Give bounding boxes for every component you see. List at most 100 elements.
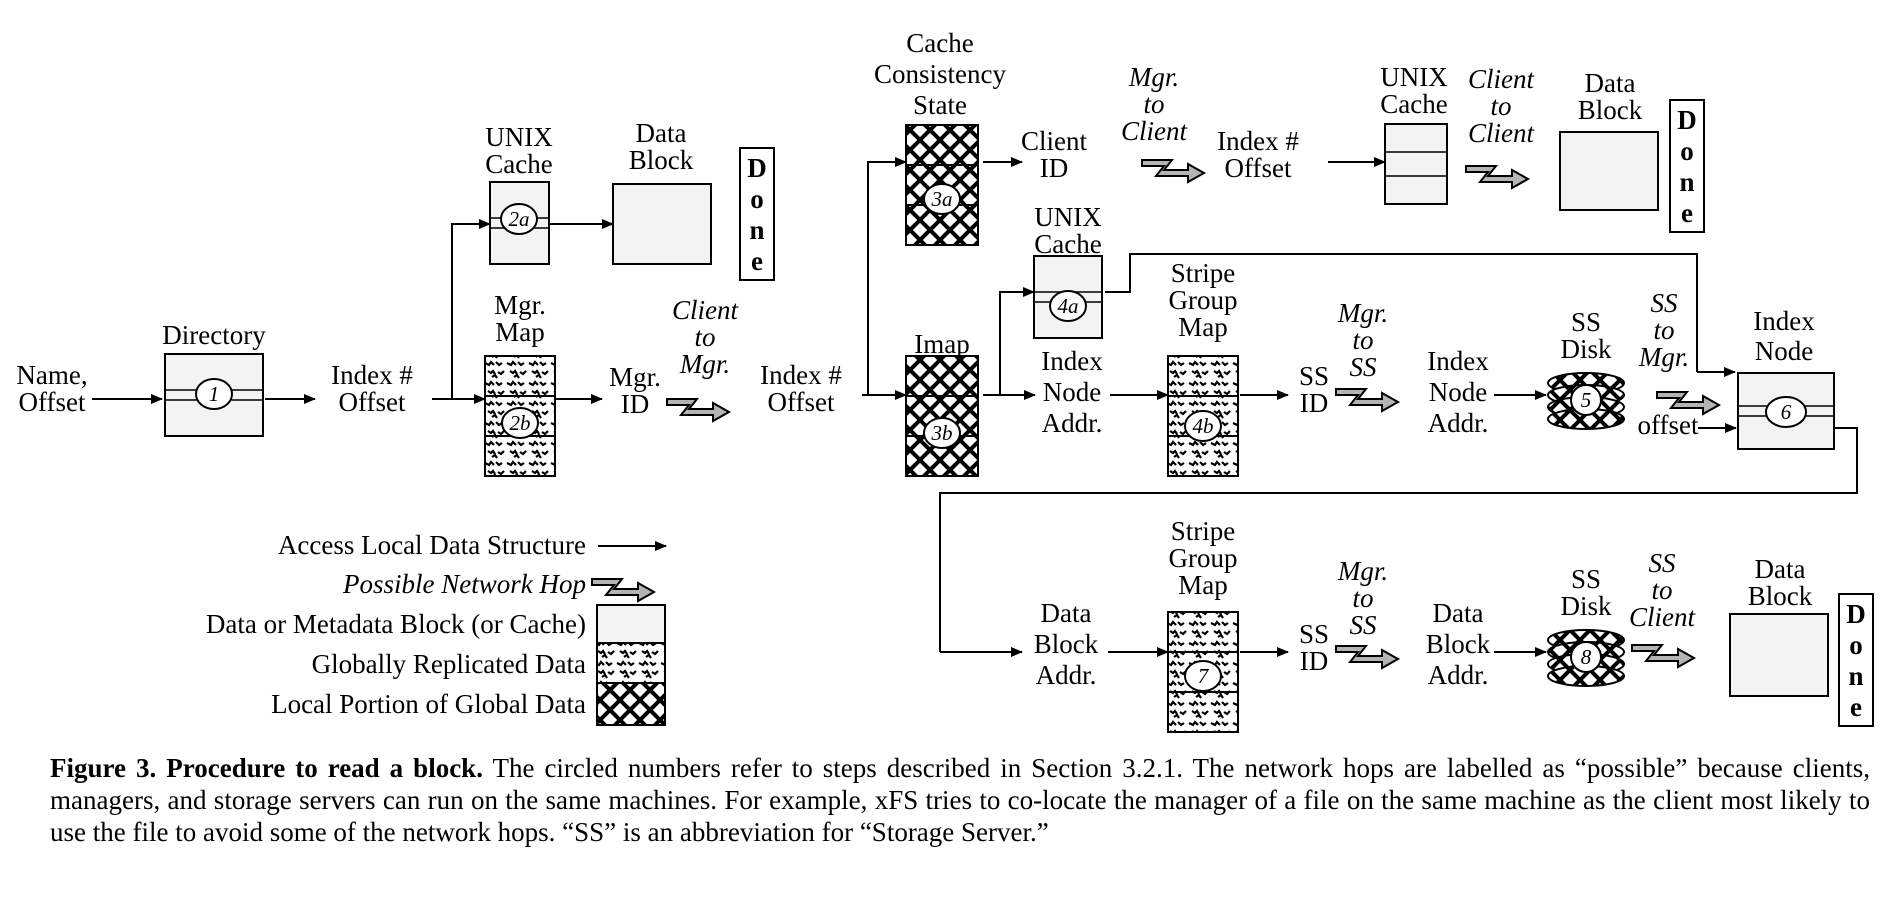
label-index-offset-1-line: Index # [331, 360, 413, 390]
label-mgr-to-client-line: to [1143, 89, 1164, 119]
done-box-upper [739, 147, 775, 281]
done-box-bottom [1838, 593, 1874, 727]
hop-client-to-mgr [666, 398, 732, 423]
step-2a [500, 203, 538, 235]
label-cache-consistency-line: Cache [906, 28, 973, 58]
label-client-id-line: Client [1021, 126, 1087, 156]
label-ss-id-1-line: SS [1299, 361, 1329, 391]
step-5 [1570, 384, 1602, 416]
label-ss-disk-5-line: SS [1571, 307, 1601, 337]
legend-network-hop-text: Possible Network Hop [342, 569, 586, 599]
label-mgr-to-ss-2-line: SS [1350, 610, 1378, 640]
network-hop-arrow [1465, 165, 1531, 190]
step-6-label: 6 [1781, 400, 1792, 424]
label-client-to-client-line: to [1490, 91, 1511, 121]
boxes-layer [164, 99, 1874, 733]
label-client-to-client-line: Client [1468, 64, 1535, 94]
step-4b [1184, 410, 1222, 442]
label-mgr-to-ss-2-line: Mgr. [1337, 556, 1388, 586]
label-data-block-top-line: Data [1585, 68, 1636, 98]
caption-text: The circled numbers refer to steps descr… [50, 753, 1870, 847]
step-8-label: 8 [1581, 645, 1592, 669]
label-index-offset-2: Index #Offset [760, 360, 842, 417]
label-ss-to-mgr-line: Mgr. [1638, 342, 1689, 372]
label-index-node-addr-1-line: Node [1043, 377, 1101, 407]
data-block-2a-box [612, 183, 712, 265]
label-mgr-to-ss-1-line: Mgr. [1337, 298, 1388, 328]
label-ss-id-1-line: ID [1300, 388, 1329, 418]
label-stripe-group-map-4b-line: Map [1178, 312, 1228, 342]
label-client-to-mgr-line: Mgr. [679, 349, 730, 379]
label-data-block-2a-line: Data [636, 118, 687, 148]
label-index-offset-1: Index #Offset [331, 360, 413, 417]
label-cache-consistency-line: State [913, 90, 967, 120]
step-8 [1570, 641, 1602, 673]
done-box-top-text-line: n [1679, 167, 1694, 197]
label-unix-cache-top-line: UNIX [1380, 62, 1448, 92]
label-stripe-group-map-4b-line: Stripe [1171, 258, 1236, 288]
label-ss-disk-8-line: Disk [1560, 591, 1612, 621]
label-index-node-line: Node [1755, 336, 1813, 366]
label-ss-to-client-line: Client [1629, 602, 1696, 632]
label-stripe-group-map-7-line: Map [1178, 570, 1228, 600]
label-mgr-map-line: Mgr. [494, 290, 546, 320]
step-5-label: 5 [1581, 388, 1592, 412]
label-ss-to-mgr-line: to [1653, 315, 1674, 345]
arrow-to-unix-cache-2a [451, 219, 491, 399]
hop-client-to-client [1465, 165, 1531, 190]
done-box-bottom-text-line: o [1849, 630, 1863, 660]
label-ss-to-client-line: SS [1649, 548, 1677, 578]
label-index-offset-1-line: Offset [339, 387, 406, 417]
legend-local-portion-text: Local Portion of Global Data [271, 689, 586, 719]
label-client-id-line: ID [1040, 153, 1069, 183]
step-2a-label: 2a [509, 207, 530, 231]
label-name-offset-line: Offset [19, 387, 86, 417]
hop-mgr-to-ss-1 [1335, 388, 1401, 413]
legend-data-block-swatch [596, 604, 666, 644]
label-index-offset-3-line: Offset [1225, 153, 1292, 183]
label-index-node-line: Index [1753, 306, 1815, 336]
step-7 [1184, 660, 1222, 692]
legend-speckle-swatch [596, 642, 666, 684]
label-ss-to-mgr-line: SS [1651, 288, 1679, 318]
wire-index-node-wrap [939, 427, 1858, 652]
label-mgr-map-line: Map [495, 317, 545, 347]
done-box-upper-text-line: e [751, 246, 763, 276]
done-box-bottom-text-line: n [1848, 661, 1863, 691]
network-hop-arrow [591, 578, 657, 603]
label-data-block-addr-1-line: Block [1034, 629, 1099, 659]
data-block-top-box [1559, 131, 1659, 211]
label-client-to-client-line: Client [1468, 118, 1535, 148]
label-offset-line: offset [1638, 410, 1699, 440]
label-ss-disk-5-line: Disk [1560, 334, 1612, 364]
label-index-node-addr-2-line: Node [1429, 377, 1487, 407]
step-3b [923, 417, 961, 449]
step-2b-label: 2b [510, 411, 531, 435]
network-hop-arrow [1631, 644, 1697, 669]
network-hop-arrow [1335, 645, 1401, 670]
label-index-node-addr-1-line: Index [1041, 346, 1103, 376]
step-4a [1049, 290, 1087, 322]
done-box-upper-text-line: D [747, 153, 767, 183]
label-unix-cache-4a-line: UNIX [1034, 202, 1102, 232]
network-hop-arrow [1656, 391, 1722, 416]
arrow-to-unix-cache-4a [999, 287, 1035, 395]
index-node-box [1737, 372, 1835, 450]
wire-cache-to-index-node [1105, 253, 1698, 372]
